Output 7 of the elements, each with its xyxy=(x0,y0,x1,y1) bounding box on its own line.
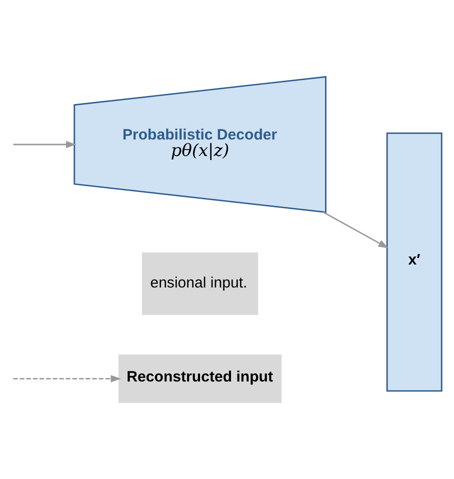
arrow xyxy=(322,211,389,248)
node-box: ensional input. xyxy=(142,252,258,315)
node-box: Probabilistic Decoder pθ(x|z) xyxy=(74,76,326,213)
arrow xyxy=(13,375,122,382)
node-box: Reconstructed input xyxy=(118,354,282,403)
arrow xyxy=(13,140,76,148)
node-box: x′ xyxy=(386,132,442,392)
